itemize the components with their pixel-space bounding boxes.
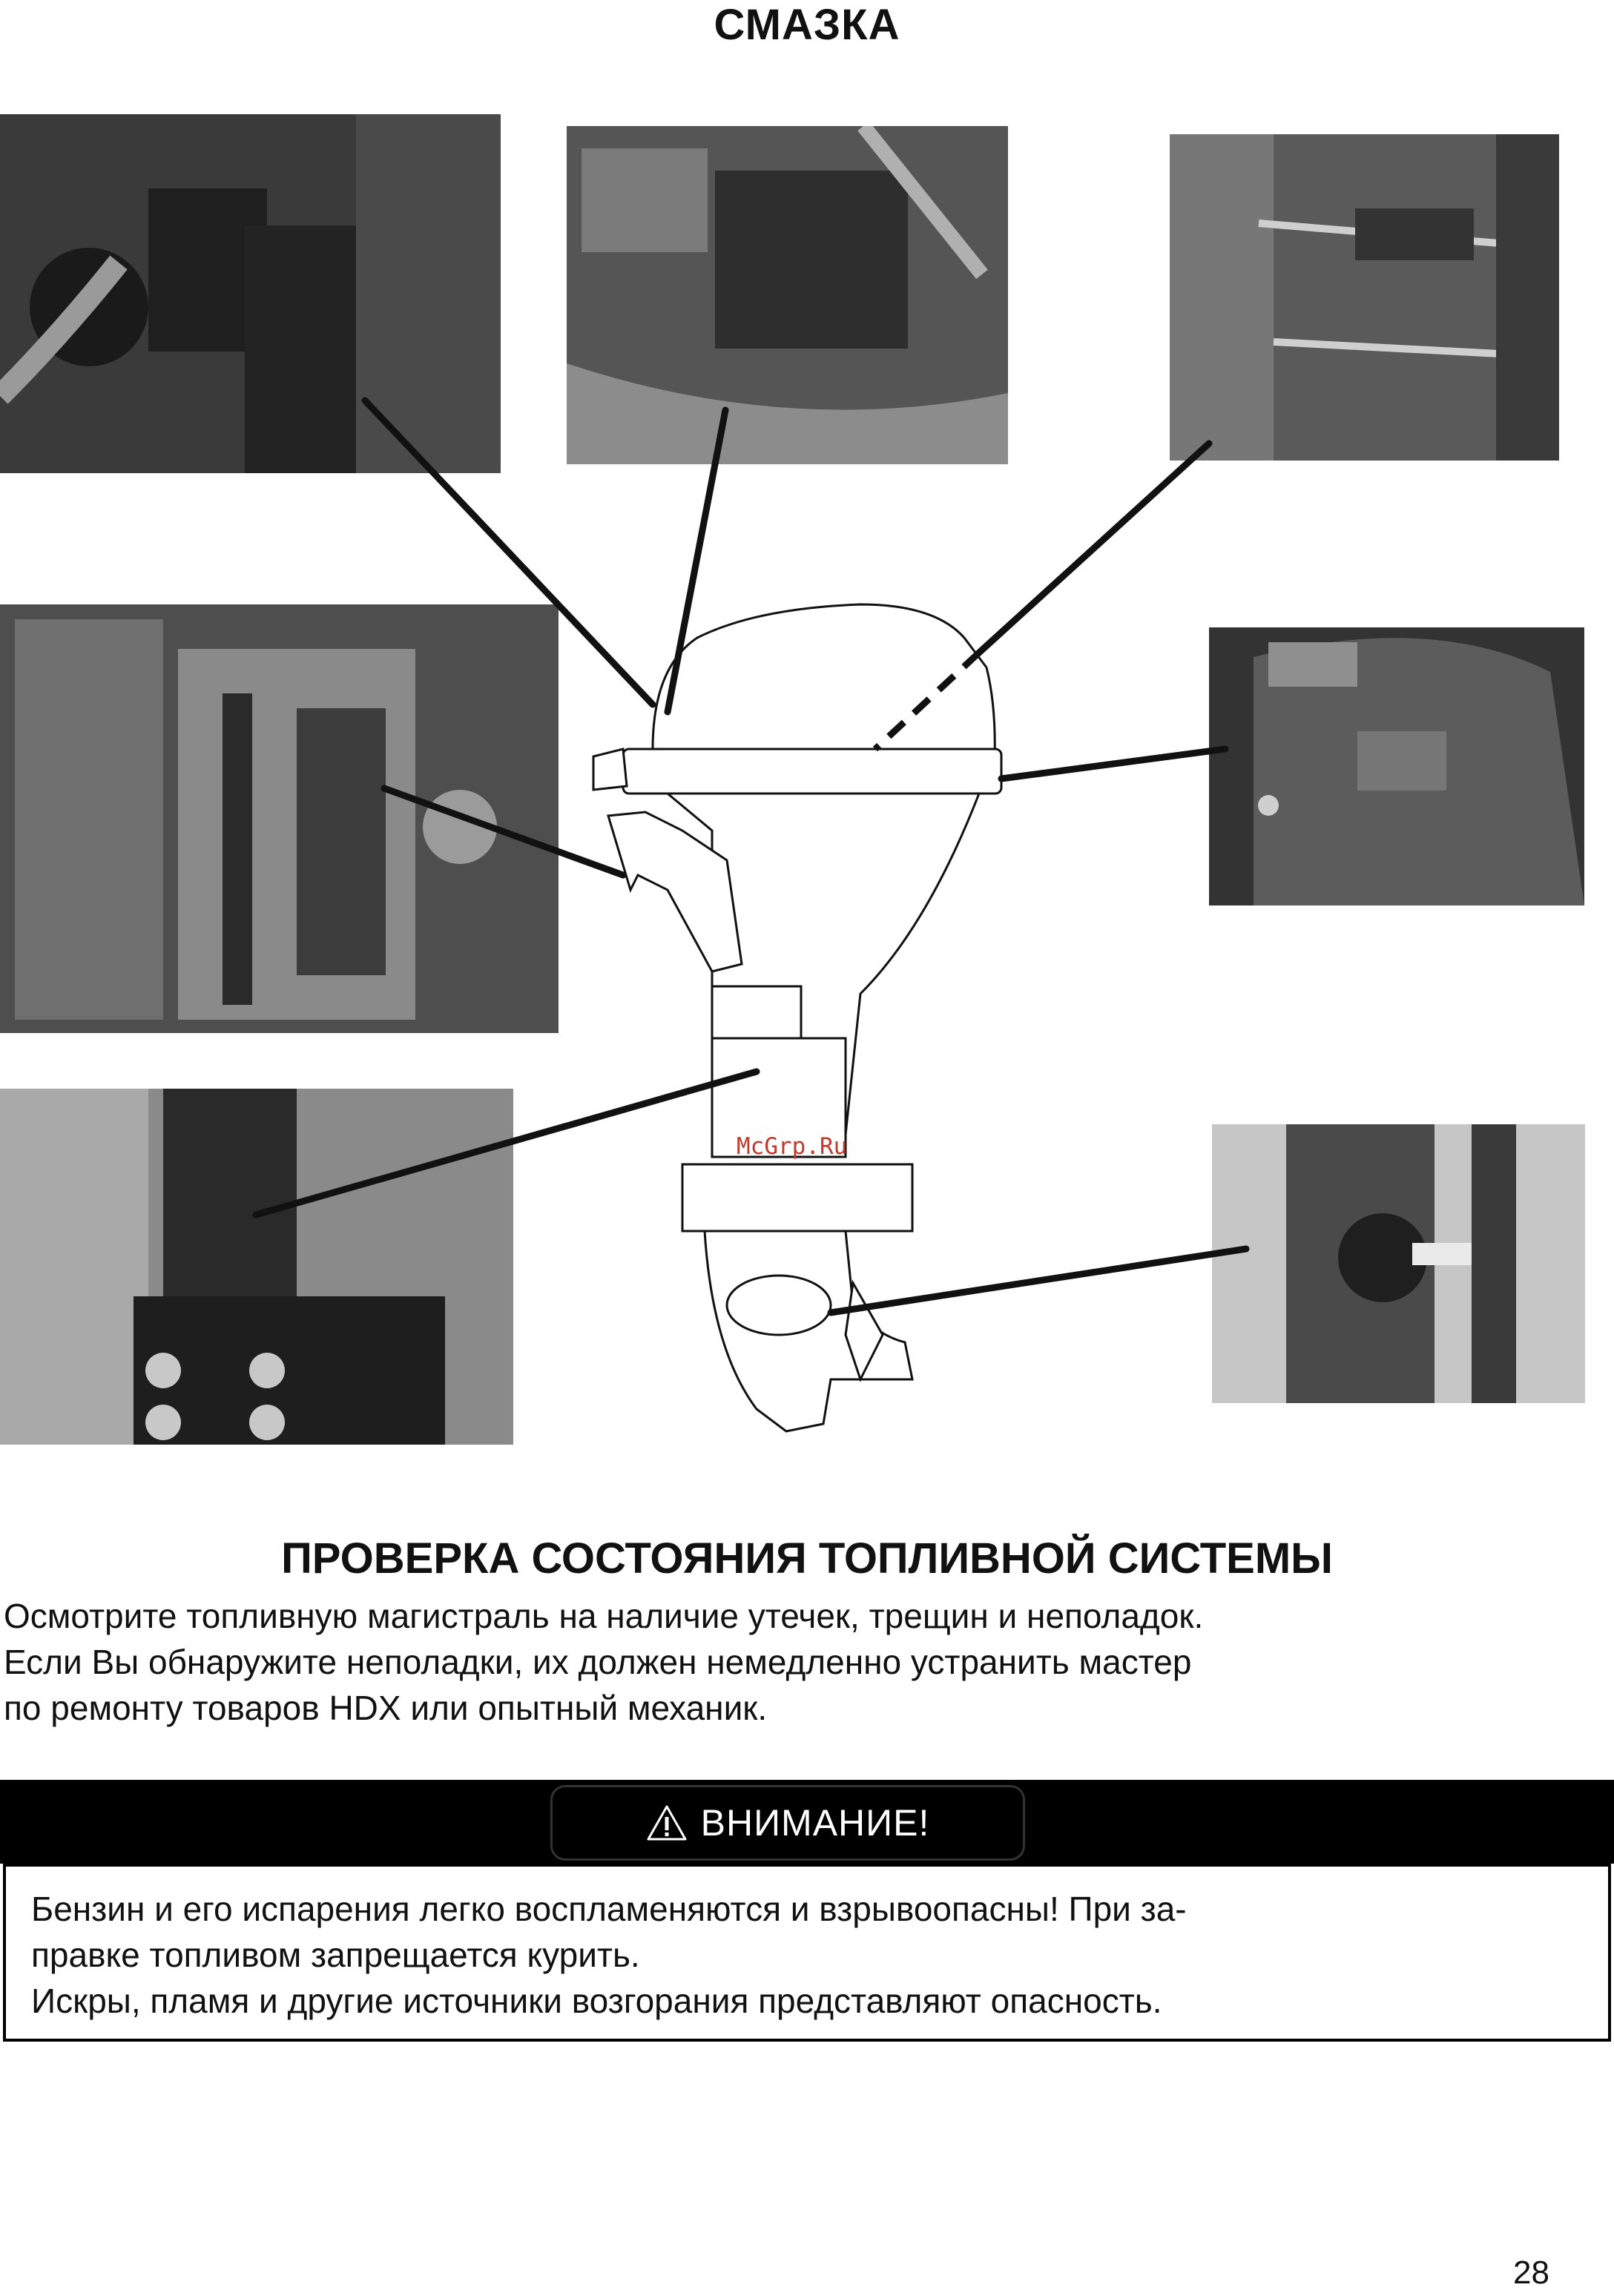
- fuel-text-line: Осмотрите топливную магистраль на наличи…: [4, 1597, 1204, 1635]
- fuel-text-line: по ремонту товаров HDX или опытный механ…: [4, 1689, 768, 1727]
- fuel-section-text: Осмотрите топливную магистраль на наличи…: [4, 1593, 1610, 1731]
- photo-top-right: [1170, 134, 1559, 461]
- watermark: McGrp.Ru: [737, 1133, 848, 1160]
- page-number: 28: [1513, 2254, 1549, 2291]
- warning-badge: ВНИМАНИЕ!: [550, 1785, 1025, 1861]
- photo-bottom-left: [0, 1089, 513, 1445]
- page-title: СМАЗКА: [714, 1, 900, 49]
- photo-middle-right: [1209, 627, 1584, 905]
- warning-triangle-icon: [647, 1805, 687, 1841]
- warning-label: ВНИМАНИЕ!: [700, 1802, 930, 1844]
- fuel-text-line: Если Вы обнаружите неполадки, их должен …: [4, 1643, 1192, 1681]
- warning-text-line: Бензин и его испарения легко воспламеняю…: [31, 1890, 1187, 1928]
- warning-text-line: Искры, пламя и другие источники возгоран…: [31, 1982, 1162, 2020]
- photo-top-left: [0, 114, 501, 473]
- fuel-section-heading: ПРОВЕРКА СОСТОЯНИЯ ТОПЛИВНОЙ СИСТЕМЫ: [281, 1534, 1333, 1583]
- warning-text-line: правке топливом запрещается курить.: [31, 1936, 640, 1974]
- photo-top-center: [567, 126, 1008, 464]
- warning-text-box: Бензин и его испарения легко воспламеняю…: [3, 1864, 1611, 2042]
- photo-bottom-right: [1212, 1124, 1585, 1403]
- photo-middle-left: [0, 604, 559, 1033]
